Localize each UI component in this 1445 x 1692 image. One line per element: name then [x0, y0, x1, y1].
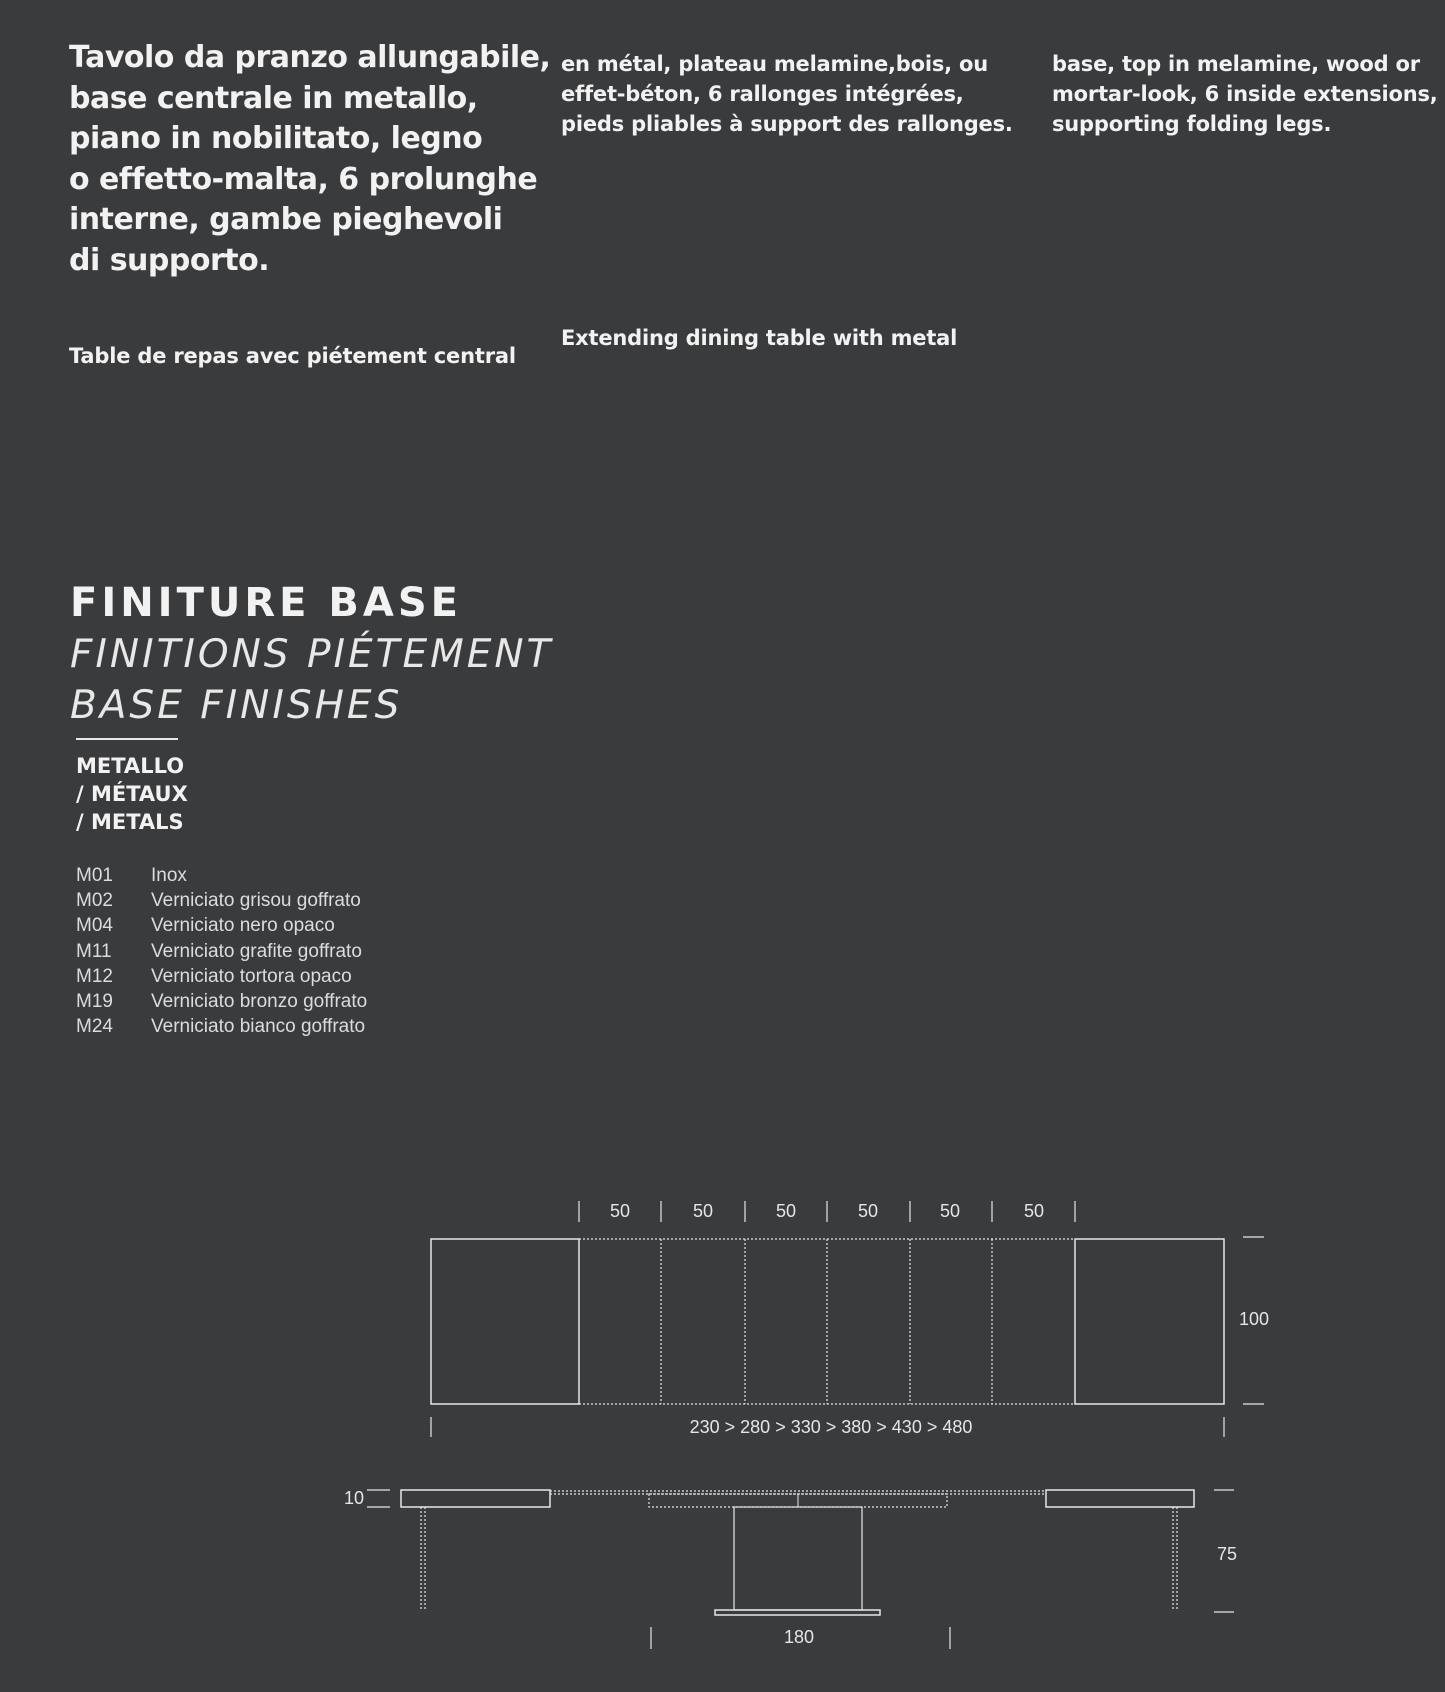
extension-label: 50	[858, 1201, 878, 1221]
french-description-start: Table de repas avec piétement central	[69, 344, 516, 368]
text-line: base, top in melamine, wood or	[1052, 52, 1420, 76]
text-line: di supporto.	[69, 242, 270, 278]
finishes-title-en: BASE FINISHES	[70, 683, 403, 728]
text-line: interne, gambe pieghevoli	[69, 202, 503, 237]
category-fr: / MÉTAUX	[76, 782, 188, 806]
central-column	[733, 1506, 863, 1611]
top-right	[1045, 1489, 1195, 1508]
category-en: / METALS	[76, 810, 184, 834]
side-view: 10 75 180	[344, 1488, 1237, 1649]
extension-label: 50	[940, 1201, 960, 1221]
text-line: Tavolo da pranzo allungabile,	[69, 40, 551, 75]
french-description-cont: en métal, plateau melamine,bois, ou effe…	[561, 49, 1013, 139]
finish-code: M24	[76, 1016, 113, 1038]
text-line: base centrale in metallo,	[69, 80, 478, 116]
finish-name: Verniciato nero opaco	[151, 915, 335, 937]
english-description-start: Extending dining table with metal	[561, 326, 958, 350]
english-description-cont: base, top in melamine, wood or mortar-lo…	[1052, 49, 1438, 139]
list-item: M04 Verniciato nero opaco	[76, 913, 367, 938]
extension-label: 50	[776, 1201, 796, 1221]
list-item: M11 Verniciato grafite goffrato	[76, 939, 367, 964]
finish-name: Verniciato grisou goffrato	[151, 890, 361, 912]
italian-description: Tavolo da pranzo allungabile, base centr…	[69, 38, 551, 281]
top-left	[400, 1489, 551, 1508]
text-line: o effetto-malta, 6 prolunghe	[69, 161, 538, 197]
finish-name: Verniciato bianco goffrato	[151, 1016, 366, 1038]
divider	[76, 738, 178, 740]
finish-code: M04	[76, 915, 113, 937]
list-item: M19 Verniciato bronzo goffrato	[76, 989, 367, 1014]
extensions	[579, 1238, 1075, 1405]
base-plate	[714, 1609, 881, 1616]
finish-name: Verniciato tortora opaco	[151, 965, 352, 987]
finish-code: M01	[76, 865, 113, 886]
finish-name: Inox	[151, 865, 187, 886]
depth-label: 100	[1239, 1309, 1269, 1329]
thickness-label: 10	[344, 1488, 364, 1508]
height-label: 75	[1217, 1544, 1237, 1564]
list-item: M12 Verniciato tortora opaco	[76, 964, 367, 989]
text-line: effet-béton, 6 rallonges intégrées,	[561, 82, 964, 106]
table-end-left	[430, 1238, 580, 1405]
text-line: pieds pliables à support des rallonges.	[561, 112, 1013, 136]
category-it: METALLO	[76, 754, 185, 778]
finish-code: M12	[76, 965, 113, 987]
extension-label: 50	[610, 1201, 630, 1221]
finish-code: M02	[76, 890, 113, 912]
top-view: 50 50 50 50 50 50 100 230 > 280 > 330 > …	[430, 1201, 1269, 1437]
text-line: piano in nobilitato, legno	[69, 121, 483, 156]
list-item: M24 Verniciato bianco goffrato	[76, 1014, 367, 1039]
text-line: en métal, plateau melamine,bois, ou	[561, 52, 989, 76]
extension-label: 50	[693, 1201, 713, 1221]
hidden-extensions	[420, 1490, 1178, 1611]
extension-label: 50	[1024, 1201, 1044, 1221]
finish-name: Verniciato grafite goffrato	[151, 940, 362, 962]
finishes-title-fr: FINITIONS PIÉTEMENT	[70, 632, 554, 677]
extension-ticks	[430, 1201, 1264, 1437]
dimension-ticks	[367, 1489, 1234, 1649]
finish-name: Verniciato bronzo goffrato	[151, 991, 368, 1013]
length-label: 230 > 280 > 330 > 380 > 430 > 480	[690, 1417, 973, 1437]
text-line: mortar-look, 6 inside extensions,	[1052, 82, 1438, 106]
finishes-title-it: FINITURE BASE	[70, 580, 462, 626]
text-line: supporting folding legs.	[1052, 112, 1332, 136]
list-item: M01 Inox	[76, 863, 367, 888]
finish-code: M19	[76, 991, 113, 1013]
list-item: M02 Verniciato grisou goffrato	[76, 888, 367, 913]
table-end-right	[1074, 1238, 1225, 1405]
finish-list: M01 Inox M02 Verniciato grisou goffrato M0…	[76, 863, 367, 1039]
finish-code: M11	[76, 940, 112, 962]
base-width-label: 180	[784, 1627, 814, 1647]
finish-category: METALLO / MÉTAUX / METALS	[76, 752, 188, 836]
